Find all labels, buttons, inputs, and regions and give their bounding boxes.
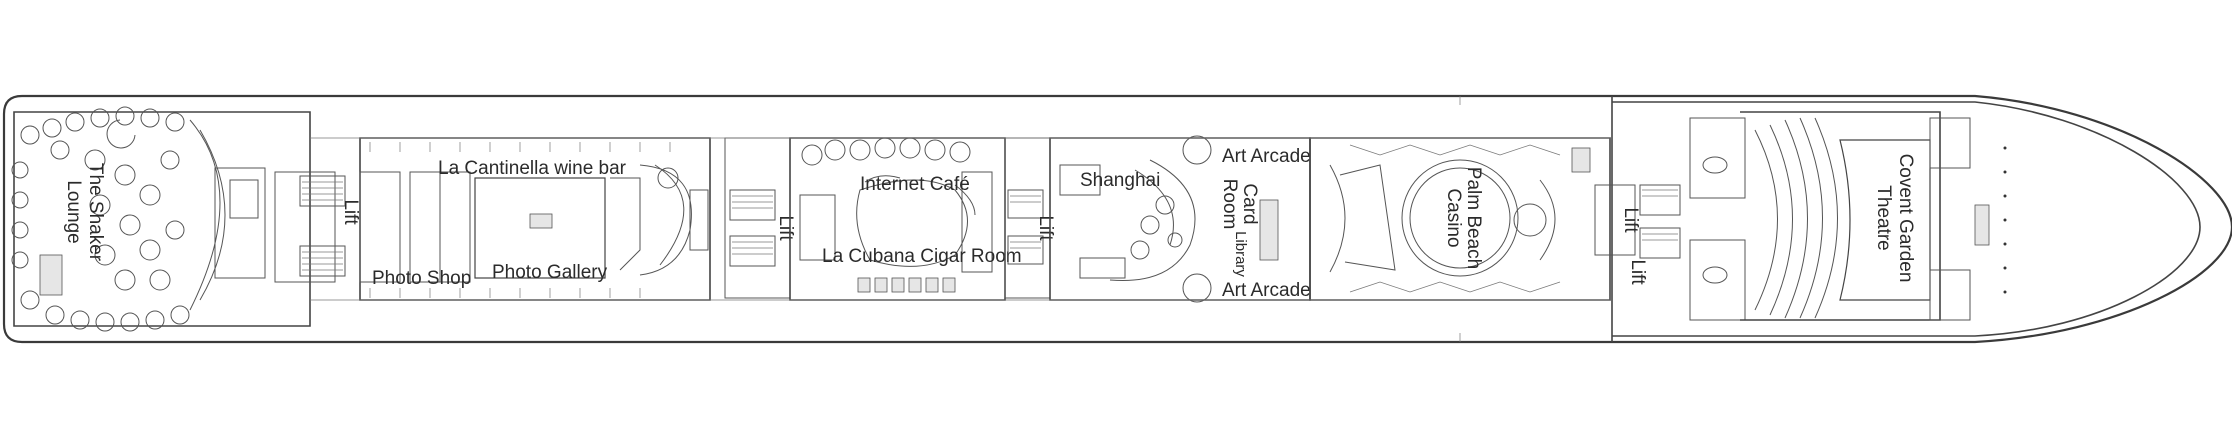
room-label-covent-garden-2: Theatre <box>1873 185 1894 250</box>
internet-cafe-area <box>789 137 1006 301</box>
room-label-internet-cafe: Internet Café <box>860 174 970 195</box>
theatre-area <box>1689 111 2007 321</box>
room-label-library: Library <box>1232 231 1249 277</box>
room-label-palm-beach-casino-2: Casino <box>1443 188 1464 247</box>
room-label-art-arcade-bottom: Art Arcade <box>1222 280 1311 301</box>
room-label-shaker-lounge-1: The Shaker <box>85 163 106 262</box>
casino-area <box>1309 137 1611 301</box>
room-label-shaker-lounge-2: Lounge <box>63 180 84 243</box>
lift-label-1: Lift <box>340 199 361 225</box>
room-label-photo-gallery: Photo Gallery <box>492 262 608 283</box>
room-label-covent-garden-1: Covent Garden <box>1895 154 1916 283</box>
lift-label-4: Lift <box>1620 207 1641 233</box>
room-label-shanghai: Shanghai <box>1080 170 1160 191</box>
shaker-lounge-label: The Shaker Lounge <box>63 163 106 262</box>
shaker-lounge-area <box>11 106 311 332</box>
lift-label-2: Lift <box>775 215 796 241</box>
room-label-palm-beach-casino-1: Palm Beach <box>1463 167 1484 269</box>
theatre-enclosure <box>1611 96 2201 342</box>
room-label-card-room-2: Room <box>1219 179 1240 230</box>
lift-label-3: Lift <box>1035 215 1056 241</box>
room-label-la-cubana: La Cubana Cigar Room <box>822 246 1022 267</box>
aft-stair-core <box>274 171 346 283</box>
room-label-la-cantinella: La Cantinella wine bar <box>438 158 627 179</box>
room-label-art-arcade-top: Art Arcade <box>1222 146 1311 167</box>
ship-hull <box>2 94 2232 344</box>
lift-label-5: Lift <box>1627 259 1648 285</box>
room-label-card-room-1: Card <box>1239 183 1260 224</box>
room-label-photo-shop: Photo Shop <box>372 268 471 289</box>
walkway-lines <box>310 137 1610 301</box>
forward-stair-core <box>1594 184 1681 259</box>
cantinella-photo-area <box>359 137 711 301</box>
